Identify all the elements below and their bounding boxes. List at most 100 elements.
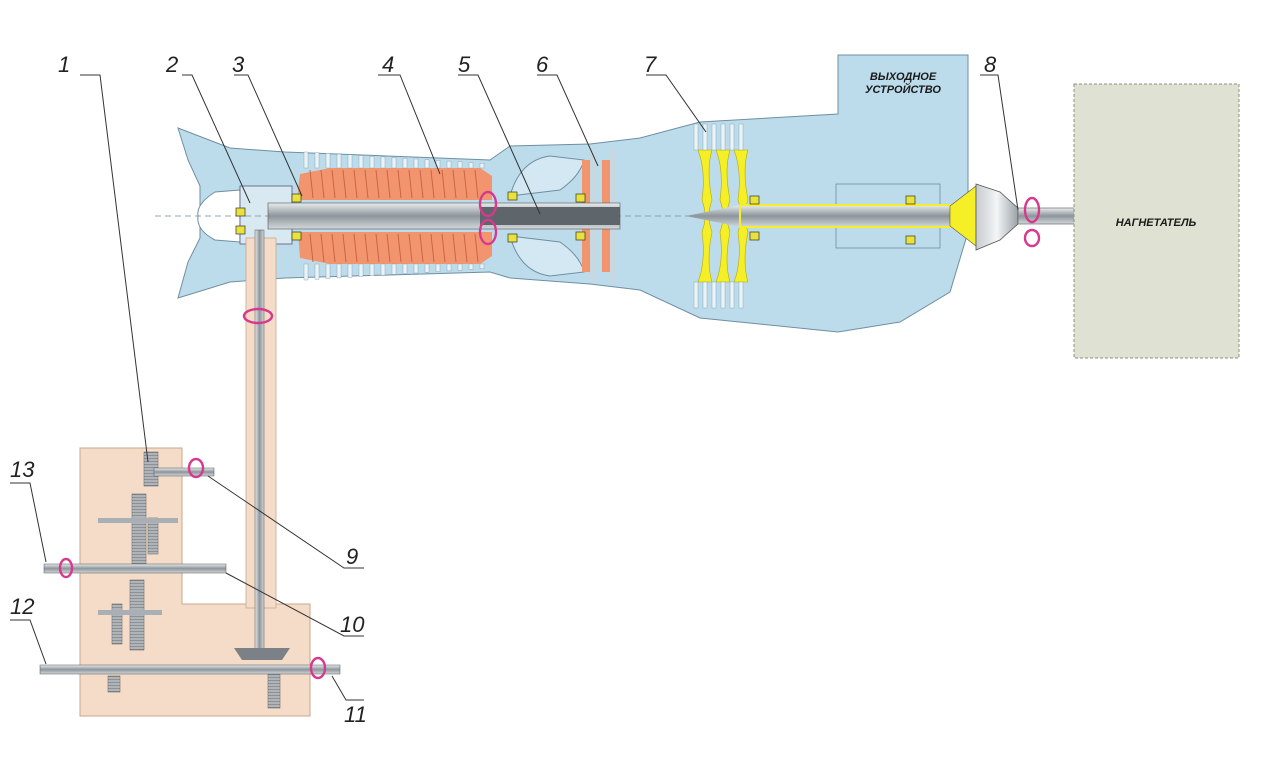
compressor-blade: [391, 157, 397, 169]
compressor-blade: [303, 151, 309, 169]
compressor-blade: [413, 158, 419, 169]
gear-icon: [147, 517, 159, 555]
gear-spindle: [98, 518, 178, 523]
rotation-arrow-icon: [478, 190, 498, 218]
compressor-blade: [325, 153, 331, 169]
callout-2: 2: [165, 52, 178, 77]
rotation-arrow-icon: [478, 218, 498, 246]
casing-main: [177, 54, 969, 333]
callout-11: 11: [344, 702, 367, 727]
callout-4: 4: [382, 52, 394, 77]
compressor-blade: [358, 263, 364, 277]
compressor-stator: [309, 169, 314, 199]
compressor-stator: [364, 169, 369, 199]
compressor-blade: [380, 263, 386, 276]
outlet-label-line1: ВЫХОДНОЕ: [870, 71, 937, 83]
power-turbine-blade: [729, 281, 735, 309]
compressor-stator: [397, 233, 402, 263]
compressor-blade: [391, 263, 397, 275]
leader-8: [980, 74, 1019, 211]
compressor-blade: [314, 263, 320, 280]
compressor-stator: [419, 233, 424, 263]
compressor-blade: [479, 263, 485, 270]
bearing-icon: [235, 207, 246, 217]
gearbox-gears: [98, 451, 281, 709]
compressor-blade: [457, 161, 463, 169]
power-turbine-blade: [711, 123, 717, 151]
rotation-arrow-icon: [1023, 196, 1041, 224]
compressor-stator: [452, 169, 457, 199]
leader-6: [537, 74, 599, 167]
leader-7: [646, 74, 707, 133]
power-turbine-shaft-cone: [686, 205, 740, 227]
shafts: [267, 183, 1077, 251]
gearbox: [39, 229, 341, 717]
callout-numbers: 1 2 3 4 5 6 7 8 9 10 11 12 13: [10, 52, 997, 727]
compressor-stator: [320, 233, 325, 263]
compressor-blade: [369, 155, 375, 169]
power-turbine-blade: [738, 123, 744, 151]
compressor-stator: [342, 233, 347, 263]
power-turbine-blade: [711, 281, 717, 309]
callout-12: 12: [10, 594, 34, 619]
callout-6: 6: [536, 52, 549, 77]
compressor-blade: [468, 263, 474, 270]
compressor-stator: [353, 169, 358, 199]
compressor-stator: [331, 169, 336, 199]
compressor-blade: [468, 162, 474, 169]
compressor-stator: [474, 169, 479, 199]
compressor-stator: [386, 233, 391, 263]
bearing-icon: [905, 195, 916, 205]
compressor-stator: [408, 233, 413, 263]
compressor-stator: [342, 169, 347, 199]
compressor-blade: [457, 263, 463, 271]
rotation-arrow-icon: [242, 307, 274, 325]
rotation-arrow-icon: [1023, 228, 1041, 248]
leader-5: [458, 74, 541, 215]
rotation-arrow-icon: [187, 457, 205, 479]
callout-1: 1: [58, 52, 70, 77]
compressor-blade: [347, 154, 353, 169]
gear-spindle: [98, 610, 162, 615]
power-turbine-blade: [693, 123, 699, 151]
compressor-blade: [347, 263, 353, 278]
compressor-blade: [358, 155, 364, 169]
bearing-icon: [235, 225, 246, 235]
compressor-stator: [397, 169, 402, 199]
compressor-blade: [446, 160, 452, 169]
compressor-blade: [424, 263, 430, 273]
compressor-stator: [474, 233, 479, 263]
bearing-icon: [507, 191, 518, 201]
power-turbine-blade: [693, 281, 699, 309]
power-turbine-blade: [702, 123, 708, 151]
callout-leaders: [10, 74, 1019, 701]
compressor-rotor: [298, 151, 492, 281]
compressor-blade: [402, 158, 408, 169]
compressor-blades: [303, 151, 485, 281]
compressor-rotor-top: [298, 168, 492, 200]
power-turbine-blade: [729, 123, 735, 151]
compressor-stator: [375, 169, 380, 199]
leader-1: [80, 74, 149, 463]
leader-4: [378, 74, 441, 175]
power-turbine-blade: [720, 281, 726, 309]
compressor-rotor-bottom: [298, 232, 492, 264]
outlet-label-line2: УСТРОЙСТВО: [865, 83, 941, 96]
power-turbine-blade: [738, 281, 744, 309]
compressor-blade: [369, 263, 375, 277]
compressor-blade: [435, 263, 441, 272]
compressor-stator: [463, 233, 468, 263]
compressor-stator: [441, 169, 446, 199]
accessory-shaft-9: [153, 467, 215, 477]
compressor-stator: [430, 233, 435, 263]
leader-10: [225, 572, 364, 637]
output-coupling-disc: [975, 183, 1019, 251]
compressor-blade: [303, 263, 309, 281]
compressor-stator: [320, 169, 325, 199]
accessory-shaft-11-12: [39, 664, 341, 675]
rotation-arrow-icon: [58, 557, 74, 579]
bearing-icon: [575, 231, 586, 241]
bearing-icon: [507, 233, 518, 243]
leader-12: [10, 619, 47, 665]
